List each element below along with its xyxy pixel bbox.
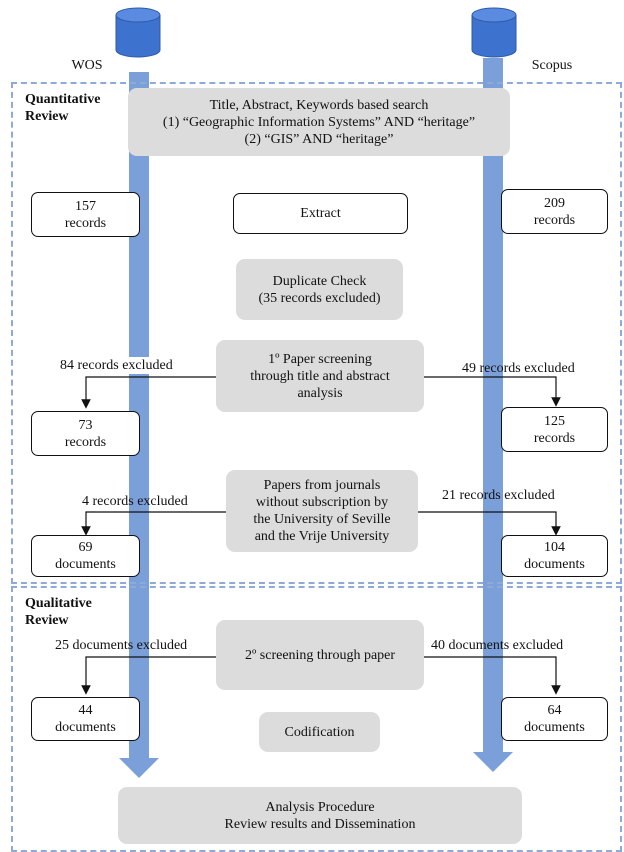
wos-excluded-label-2: 4 records excluded: [82, 494, 188, 509]
screen1-line-2: through title and abstract: [250, 368, 390, 384]
connector-left-2: [81, 511, 226, 536]
analysis-box: Analysis Procedure Review results and Di…: [118, 787, 522, 844]
analysis-line-1: Analysis Procedure: [265, 799, 375, 815]
scopus-excluded-label-3: 40 documents excluded: [431, 638, 564, 653]
scopus-database-icon: [471, 7, 517, 58]
second-screening-box: 2º screening through paper: [216, 620, 424, 690]
extract-box: Extract: [233, 193, 408, 234]
connector-right-2: [418, 511, 561, 536]
journals-line-2: without subscription by: [255, 495, 389, 510]
connector-right-3: [424, 656, 561, 695]
scopus-excluded-label-2: 21 records excluded: [442, 488, 555, 503]
wos-excluded-label-3: 25 documents excluded: [55, 638, 188, 653]
scopus-flow-arrow: [473, 58, 513, 772]
journals-line-4: and the Vrije University: [254, 529, 390, 544]
journals-box: Papers from journals without subscriptio…: [226, 470, 418, 552]
duplicate-line-1: Duplicate Check: [272, 273, 367, 289]
search-box: Title, Abstract, Keywords based search (…: [128, 88, 510, 156]
journals-line-3: the University of Seville: [253, 512, 391, 527]
connector-left-3: [81, 656, 216, 695]
screen1-line-1: 1º Paper screening: [268, 351, 372, 367]
journals-line-1: Papers from journals: [263, 478, 381, 493]
wos-database-icon: [115, 7, 161, 58]
search-line-2: (1) “Geographic Information Systems” AND…: [162, 114, 476, 130]
connector-left-1: [81, 376, 216, 409]
search-line-1: Title, Abstract, Keywords based search: [209, 97, 429, 113]
wos-label: WOS: [71, 58, 103, 73]
first-screening-box: 1º Paper screening through title and abs…: [216, 340, 424, 412]
quantitative-review-label: Quantitative Review: [25, 92, 101, 124]
scopus-label: Scopus: [531, 58, 573, 73]
qualitative-review-label: Qualitative Review: [25, 596, 92, 628]
duplicate-line-2: (35 records excluded): [258, 290, 381, 306]
scopus-excluded-label-1: 49 records excluded: [462, 361, 575, 376]
codification-box: Codification: [259, 712, 380, 752]
connector-right-1: [424, 376, 561, 407]
search-line-3: (2) “GIS” AND “heritage”: [244, 131, 394, 147]
wos-excluded-label-1: 84 records excluded: [60, 357, 210, 374]
quantitative-review-frame: [11, 82, 622, 584]
screen1-line-3: analysis: [297, 385, 343, 401]
duplicate-check-box: Duplicate Check (35 records excluded): [236, 259, 403, 320]
analysis-line-2: Review results and Dissemination: [224, 816, 416, 832]
